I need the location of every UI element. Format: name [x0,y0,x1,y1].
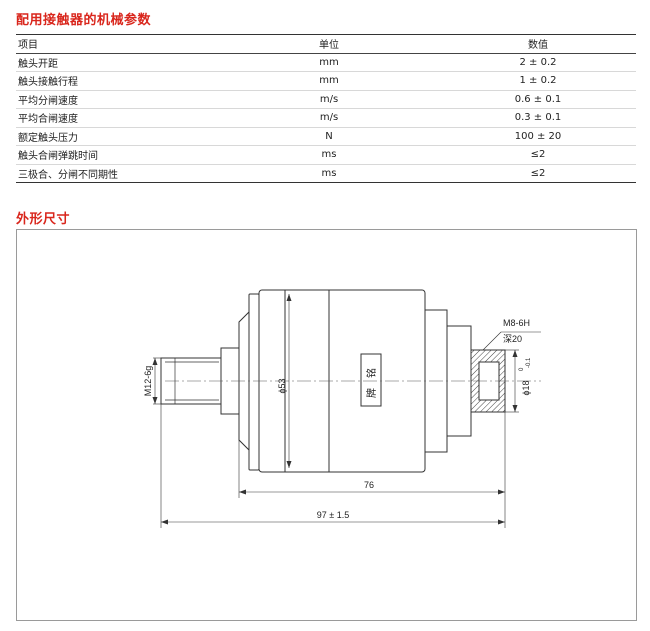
dimension-drawing-frame: 76 97 ± 1.5 ϕ53 M12-6g M8-6H 深20 ϕ18 0 -… [16,229,637,621]
cell-value: ≤2 [530,167,546,179]
section-title-dimensions: 外形尺寸 [16,212,71,227]
thread-right-label-2: 深20 [503,334,522,344]
cell-value: 2 ± 0.2 [519,56,557,68]
cell-unit: ms [321,167,337,179]
header-item: 项目 [18,40,38,52]
dim-76-label: 76 [364,480,374,490]
front-flange [248,293,260,471]
table-header-row: 项目 单位 数值 [16,35,636,54]
cell-value: 0.3 ± 0.1 [514,112,562,124]
nameplate [360,353,382,407]
thread-right-label-1: M8-6H [503,318,530,328]
cell-item: 平均合闸速度 [18,114,78,126]
cell-item: 平均分闸速度 [18,95,78,107]
table-row: 触头接触行程 mm 1 ± 0.2 [16,72,636,91]
mechanical-params-table: 项目 单位 数值 触头开距 mm 2 ± 0.2 触头接触行程 mm 1 ± 0… [16,34,636,183]
cell-item: 触头接触行程 [18,77,78,89]
table-row: 触头合闸弹跳时间 ms ≤2 [16,146,636,165]
cell-value: ≤2 [530,149,546,161]
cell-unit: mm [319,75,339,87]
cell-item: 触头合闸弹跳时间 [18,151,98,163]
cell-value: 100 ± 20 [514,130,562,142]
cell-item: 额定触头压力 [18,132,78,144]
header-unit: 单位 [319,40,339,52]
dim-d18-tol-upper: 0 [519,367,525,371]
cell-value: 0.6 ± 0.1 [514,93,562,105]
dimension-drawing: 76 97 ± 1.5 ϕ53 M12-6g M8-6H 深20 ϕ18 0 -… [143,289,541,528]
nameplate-label-2: 牌 [365,388,378,398]
dim-d18-tol-lower: -0.1 [526,357,532,368]
table-row: 三极合、分闸不同期性 ms ≤2 [16,165,636,183]
dim-97-label: 97 ± 1.5 [317,510,349,520]
table-row: 额定触头压力 N 100 ± 20 [16,128,636,146]
cell-item: 三极合、分闸不同期性 [18,169,118,181]
cell-unit: mm [319,56,339,68]
table-row: 平均分闸速度 m/s 0.6 ± 0.1 [16,91,636,109]
table-row: 平均合闸速度 m/s 0.3 ± 0.1 [16,109,636,128]
cell-unit: m/s [319,93,339,105]
thread-left-label: M12-6g [143,366,153,397]
cell-value: 1 ± 0.2 [519,75,557,87]
nameplate-label-1: 铭 [365,368,378,378]
table-row: 触头开距 mm 2 ± 0.2 [16,54,636,72]
cell-unit: m/s [319,112,339,124]
cell-item: 触头开距 [18,58,58,70]
section-title-mechanical-params: 配用接触器的机械参数 [16,13,152,28]
cell-unit: ms [321,149,337,161]
dim-d18-label: ϕ18 [521,380,531,395]
dim-d53-label: ϕ53 [277,378,287,393]
cell-unit: N [325,130,333,142]
header-value: 数值 [528,40,548,52]
